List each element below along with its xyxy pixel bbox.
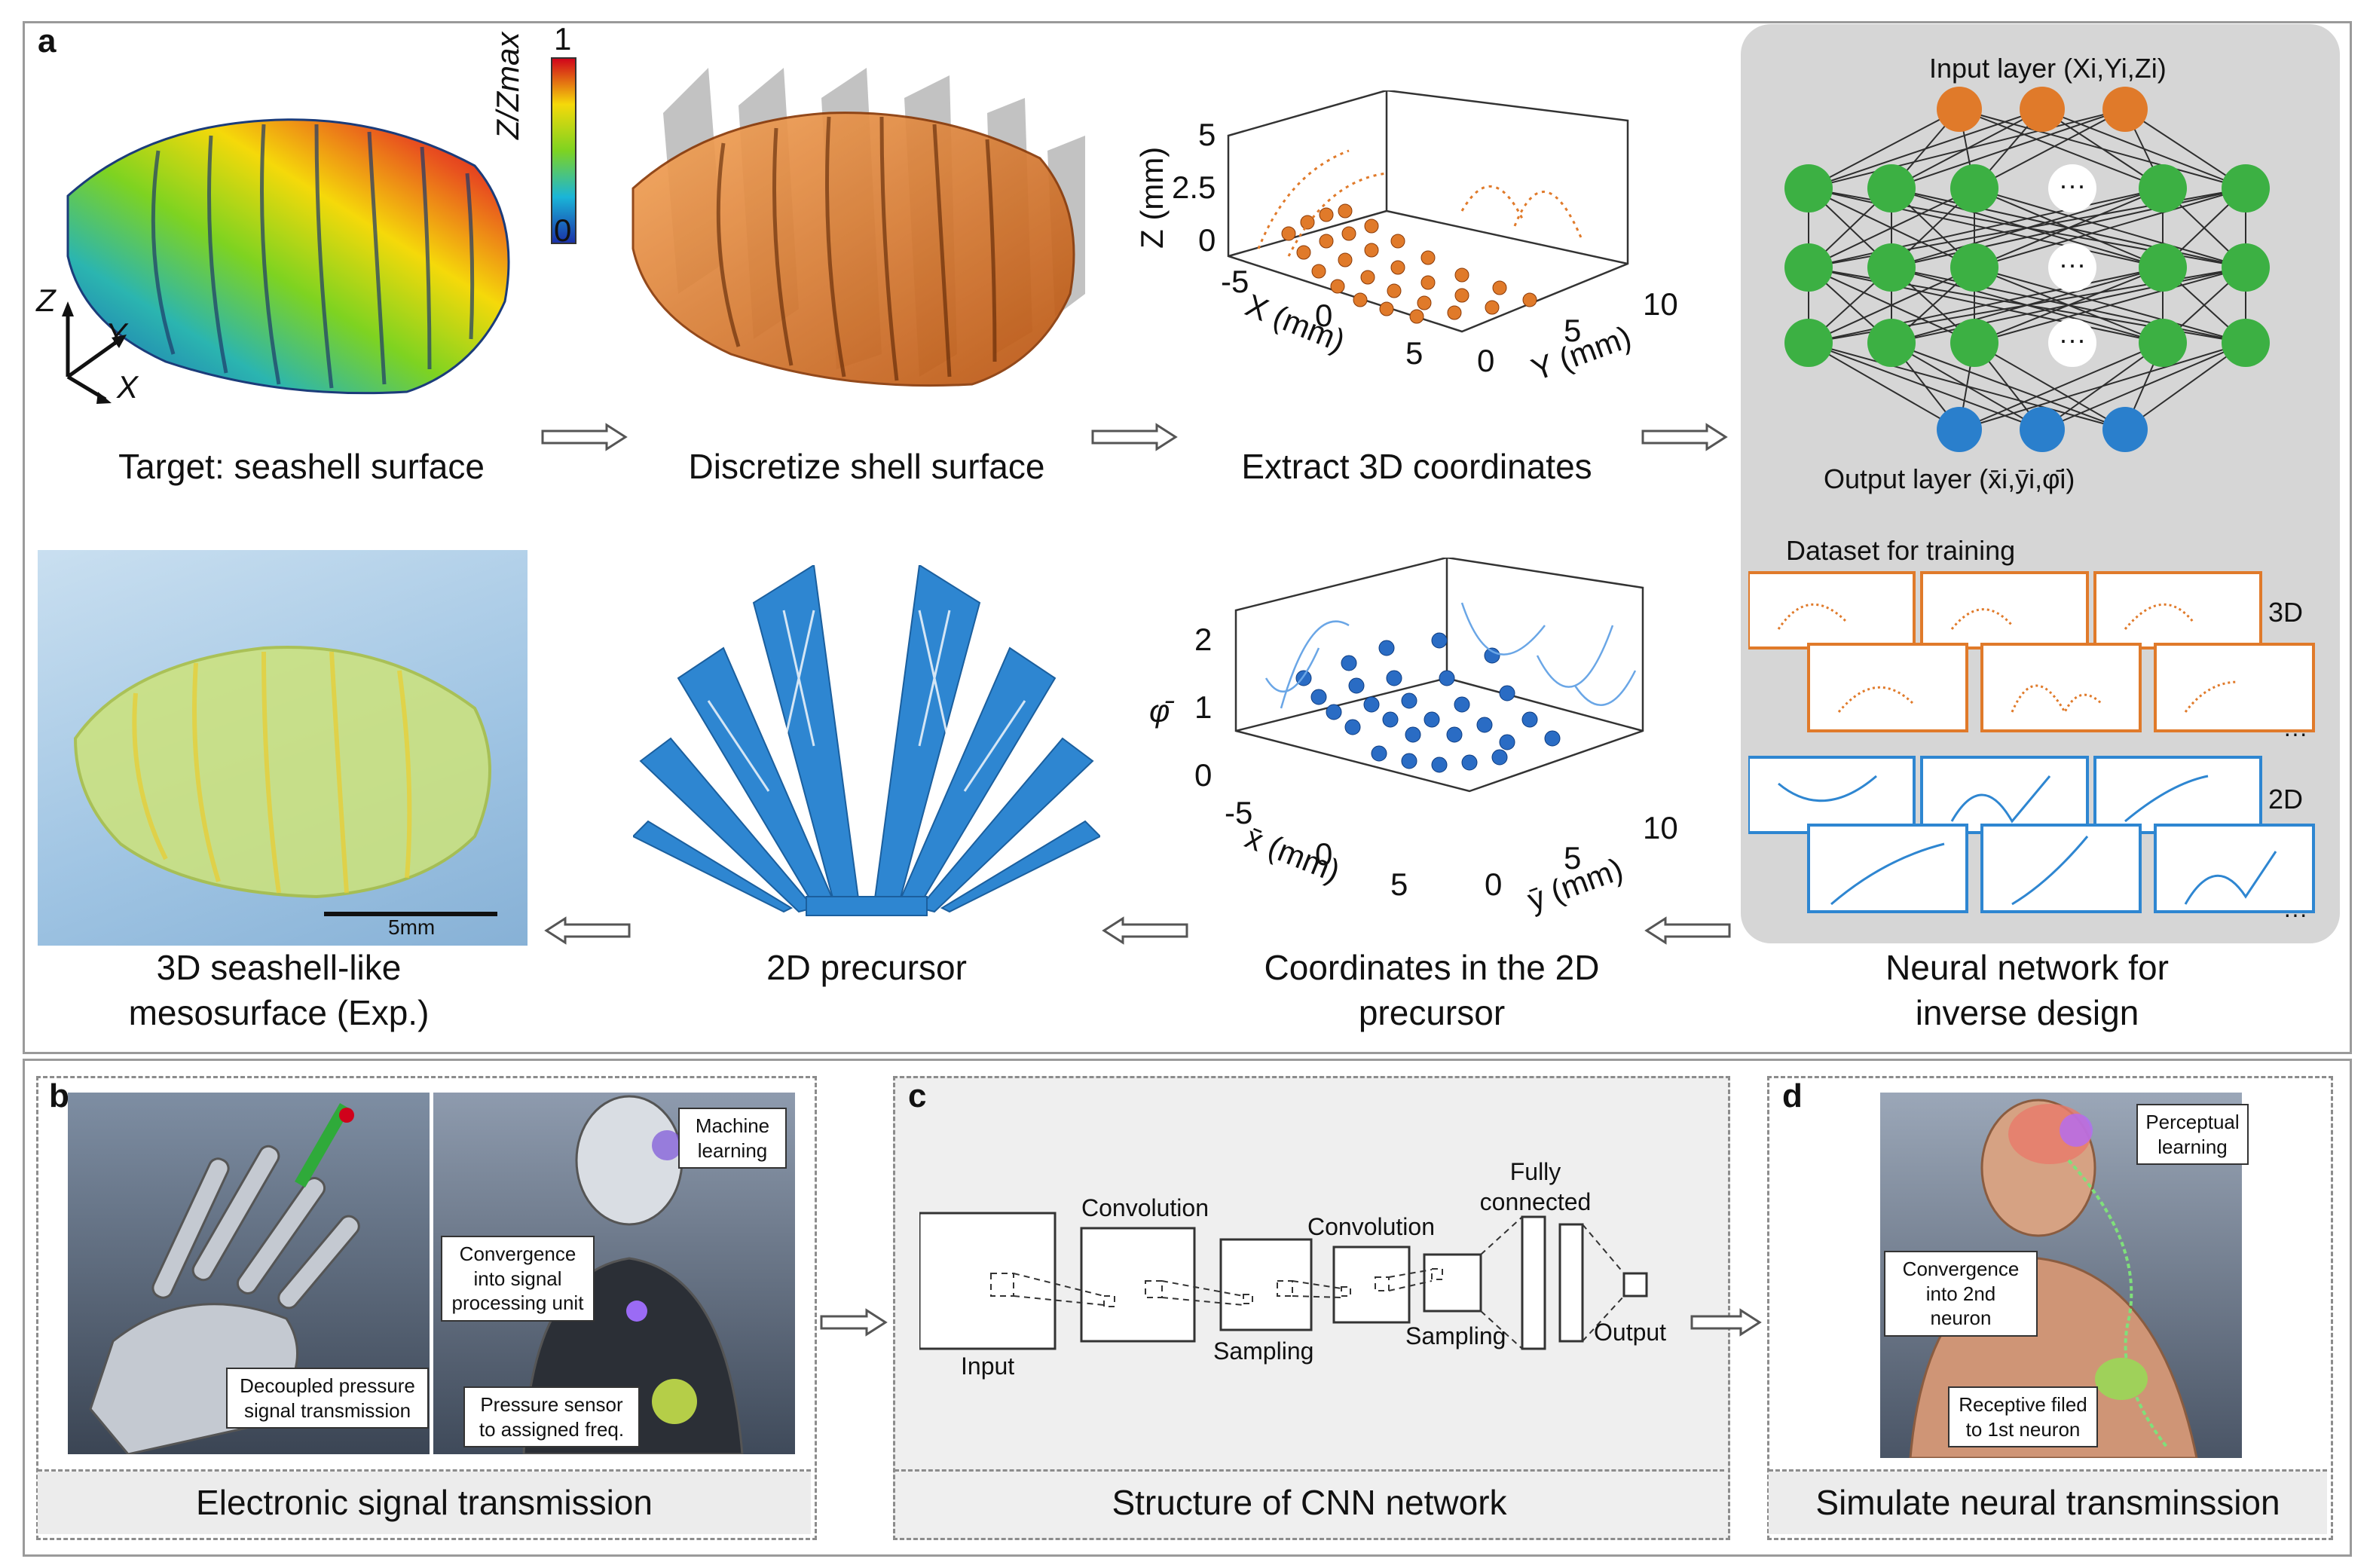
plot2d-ytick-5: 5 — [1564, 840, 1582, 876]
note-convergence-b: Convergence into signal processing unit — [441, 1236, 595, 1322]
cnn-output-label: Output — [1594, 1319, 1667, 1346]
arrow-left-icon — [544, 916, 631, 945]
arrow-right-icon — [1641, 423, 1728, 451]
plot3d-ztick-0: 0 — [1198, 222, 1216, 258]
plot2d-xtick-0: 0 — [1315, 836, 1333, 872]
human-figure-drawing — [1909, 1099, 2198, 1458]
caption-panel-d: Simulate neural transminssion — [1815, 1483, 2280, 1522]
coords-3d-plot — [1227, 90, 1629, 333]
arrow-right-icon — [541, 423, 628, 451]
colorbar-label: Z/Zmax — [490, 32, 525, 139]
plot3d-ztick-2.5: 2.5 — [1172, 170, 1216, 205]
plot2d-ytick-0: 0 — [1485, 867, 1503, 902]
panel-b-caption-bg — [38, 1472, 811, 1534]
nn-ellipsis-1: ··· — [2059, 170, 2086, 200]
axis-z-label: Z — [36, 283, 56, 318]
nn-ellipsis-3: ··· — [2059, 324, 2086, 355]
plot2d-ztick-2: 2 — [1194, 622, 1213, 657]
caption-precursor: 2D precursor — [766, 948, 967, 987]
scale-bar-label: 5mm — [388, 915, 436, 939]
nn-input-label: Input layer (Xi,Yi,Zi) — [1929, 53, 2167, 84]
bottom-frame — [23, 1059, 2352, 1557]
dataset-more-2: ··· — [2283, 900, 2307, 928]
arrow-right-icon — [820, 1308, 888, 1337]
arrow-left-icon — [1102, 916, 1188, 945]
note-pressure: Pressure sensor to assigned freq. — [463, 1386, 640, 1447]
cnn-input-label: Input — [961, 1353, 1015, 1380]
caption-panel-b: Electronic signal transmission — [196, 1483, 653, 1522]
dataset-2d-tag: 2D — [2268, 784, 2304, 815]
caption-target: Target: seashell surface — [118, 447, 485, 486]
plot2d-xtick-m5: -5 — [1225, 795, 1253, 830]
axes-triad-icon — [62, 301, 127, 404]
note-perceptual: Perceptual learning — [2136, 1104, 2249, 1165]
plot3d-xtick-m5: -5 — [1221, 264, 1249, 299]
plot3d-xtick-5: 5 — [1405, 335, 1424, 371]
dataset-3d-thumbnails — [1748, 571, 2315, 732]
arrow-left-icon — [1644, 916, 1731, 945]
plot3d-zlabel: Z (mm) — [1134, 146, 1170, 249]
neural-network-diagram — [1784, 87, 2270, 452]
panel-d-frame — [1767, 1076, 2333, 1540]
arrow-right-icon — [1091, 423, 1178, 451]
cnn-fully-label: Fully connected — [1479, 1158, 1592, 1215]
panel-d-label: d — [1782, 1077, 1803, 1114]
panel-a-frame — [23, 21, 2352, 1054]
dataset-label: Dataset for training — [1786, 535, 2016, 566]
cnn-conv2-label: Convolution — [1307, 1213, 1435, 1240]
plot3d-ytick-5: 5 — [1564, 313, 1582, 348]
nn-ellipsis-2: ··· — [2059, 249, 2086, 280]
note-decoupled: Decoupled pressure signal transmission — [226, 1368, 429, 1429]
dataset-more: ··· — [2283, 720, 2307, 747]
colorbar-max: 1 — [554, 21, 572, 57]
caption-discretize: Discretize shell surface — [688, 447, 1045, 486]
caption-extract: Extract 3D coordinates — [1241, 447, 1592, 486]
panel-c-caption-divider — [894, 1469, 1724, 1472]
panel-b-caption-divider — [38, 1469, 811, 1472]
plot3d-ytick-0: 0 — [1477, 343, 1495, 378]
coords-2d-plot — [1234, 558, 1644, 793]
plot3d-xtick-0: 0 — [1315, 298, 1333, 333]
note-machine-learning: Machine learning — [678, 1108, 787, 1169]
cnn-sampling2-label: Sampling — [1405, 1322, 1506, 1349]
colorbar — [551, 57, 576, 244]
caption-coords2d: Coordinates in the 2D precursor — [1264, 948, 1600, 1032]
colorbar-min: 0 — [554, 212, 572, 248]
discretized-shell-image — [631, 68, 1085, 387]
arrow-right-icon — [1690, 1308, 1762, 1337]
scale-bar-line — [324, 912, 497, 916]
plot2d-ztick-0: 0 — [1194, 757, 1213, 793]
note-receptive: Receptive filed to 1st neuron — [1948, 1386, 2098, 1447]
panel-b-label: b — [49, 1077, 69, 1114]
cnn-conv1-label: Convolution — [1081, 1194, 1209, 1221]
note-convergence-d: Convergence into 2nd neuron — [1884, 1251, 2038, 1337]
nn-output-label: Output layer (x̄i,ȳi,φ̄i) — [1824, 463, 2075, 494]
plot2d-ztick-1: 1 — [1194, 689, 1213, 725]
panel-d-caption-bg — [1769, 1472, 2327, 1534]
plot2d-ytick-10: 10 — [1643, 810, 1678, 845]
plot2d-xtick-5: 5 — [1390, 867, 1408, 902]
plot3d-ztick-5: 5 — [1198, 117, 1216, 152]
cnn-sampling1-label: Sampling — [1213, 1337, 1314, 1365]
dataset-3d-tag: 3D — [2268, 597, 2304, 628]
axis-x-label: X — [117, 369, 139, 405]
axis-y-label: Y — [106, 316, 127, 352]
caption-neural: Neural network for inverse design — [1885, 948, 2169, 1032]
cnn-diagram — [919, 1212, 1648, 1350]
panel-c-label: c — [908, 1077, 927, 1114]
plot3d-ytick-10: 10 — [1643, 286, 1678, 322]
panel-b-frame — [36, 1076, 817, 1540]
mesosurface-object — [73, 646, 491, 899]
caption-mesosurface: 3D seashell-like mesosurface (Exp.) — [128, 948, 430, 1032]
seashell-target-image — [66, 118, 510, 395]
caption-panel-c: Structure of CNN network — [1112, 1483, 1507, 1522]
panel-a-label: a — [38, 23, 57, 60]
plot2d-zlabel: φ̄ — [1149, 693, 1170, 729]
panel-d-caption-divider — [1769, 1469, 2327, 1472]
dataset-2d-thumbnails — [1748, 756, 2315, 913]
precursor-2d-image — [633, 565, 1100, 916]
